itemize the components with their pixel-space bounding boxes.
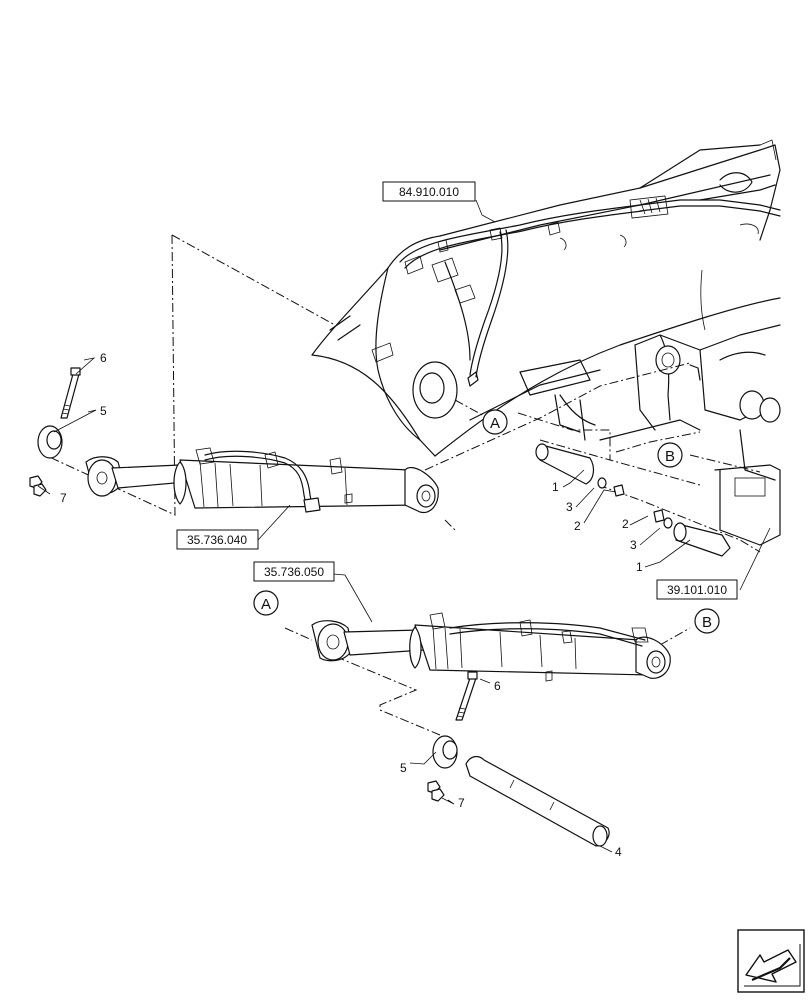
item-2-right: 2	[622, 517, 629, 531]
item-4-lower: 4	[615, 845, 622, 859]
item-2-middle: 2	[574, 519, 581, 533]
ref-label: 84.910.010	[399, 185, 459, 199]
ref-label: 39.101.010	[667, 583, 727, 597]
svg-text:B: B	[665, 448, 675, 465]
item-6-lower: 6	[494, 679, 501, 693]
item-5-lower: 5	[400, 761, 407, 775]
ref-box-35736050[interactable]: 35.736.050	[253, 561, 335, 582]
leader-lines	[37, 199, 771, 853]
ref-box-39101010[interactable]: 39.101.010	[656, 579, 738, 600]
callout-a-lower: A	[253, 590, 279, 616]
svg-text:A: A	[490, 415, 500, 432]
item-6-upper: 6	[100, 351, 107, 365]
item-7-lower: 7	[458, 796, 465, 810]
item-numbers: 6 5 7 1 3 2 2 3 1 6 5 7 4	[60, 351, 643, 859]
callout-a-upper: A	[482, 409, 508, 435]
item-3-right: 3	[630, 538, 637, 552]
svg-text:B: B	[702, 614, 712, 631]
item-1-right: 1	[636, 560, 643, 574]
ref-box-84910010[interactable]: 84.910.010	[382, 181, 476, 202]
lower-cylinder	[311, 612, 671, 682]
svg-text:A: A	[261, 596, 271, 613]
item-5-upper: 5	[100, 404, 107, 418]
item-7-upper: 7	[60, 491, 67, 505]
upper-cylinder	[85, 447, 439, 514]
item-3-middle: 3	[566, 500, 573, 514]
callout-b-upper: B	[657, 442, 683, 468]
loose-parts	[29, 367, 731, 847]
swing-frame	[554, 324, 781, 546]
item-1-middle: 1	[552, 480, 559, 494]
boom-structure	[311, 139, 781, 457]
arrow-navigation-icon[interactable]	[737, 929, 805, 993]
callout-b-lower: B	[694, 608, 720, 634]
ref-label: 35.736.050	[264, 565, 324, 579]
ref-label: 35.736.040	[187, 533, 247, 547]
ref-box-35736040[interactable]: 35.736.040	[176, 529, 259, 550]
